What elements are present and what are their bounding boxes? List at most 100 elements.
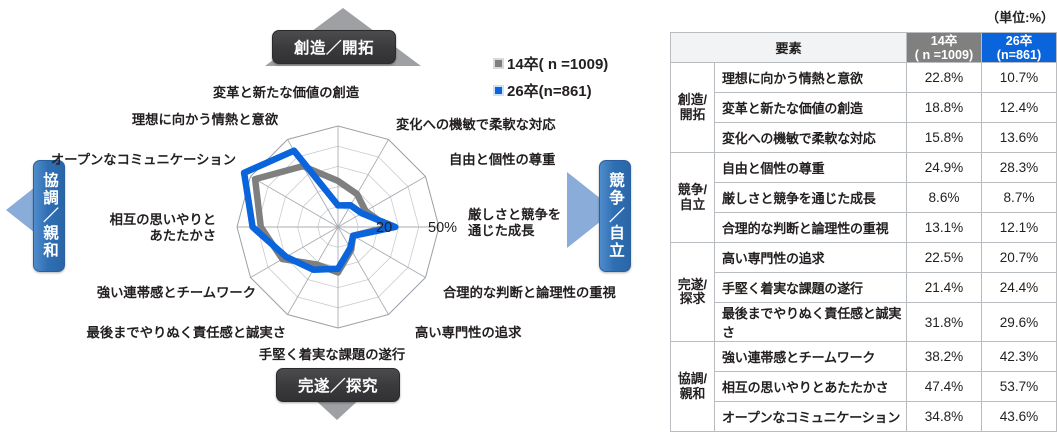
banner-top: 創造／開拓	[272, 30, 396, 64]
value-14sotsu-cell: 34.8%	[906, 401, 982, 432]
value-26sotsu-cell: 20.7%	[981, 242, 1057, 273]
scale-tick-20: 20	[376, 220, 393, 236]
axis-label-text: 最後までやりぬく責任感と誠実さ	[86, 325, 286, 340]
header-element: 要素	[670, 32, 907, 63]
item-cell: 変革と新たな価値の創造	[714, 92, 907, 123]
header-14sotsu-line1: 14卒	[930, 33, 958, 48]
square-marker-blue-icon	[493, 85, 504, 96]
category-line1: 創造/	[677, 92, 708, 107]
legend-label-26sotsu: 26卒(n=861)	[507, 83, 592, 100]
legend-item-14sotsu: 14卒( n =1009)	[493, 50, 608, 77]
radar-series-26sotsu	[240, 147, 399, 273]
banner-bottom: 完遂／探究	[276, 368, 400, 402]
item-cell: 変化への機敏で柔軟な対応	[714, 122, 907, 153]
value-26sotsu-cell: 53.7%	[981, 371, 1057, 402]
value-14sotsu-cell: 8.6%	[906, 182, 982, 213]
banner-top-label: 創造／開拓	[293, 40, 374, 57]
value-26sotsu-cell: 24.4%	[981, 272, 1057, 303]
radar-spokes	[237, 126, 439, 328]
axis-label-text: 変化への機敏で柔軟な対応	[396, 117, 556, 132]
value-14sotsu-cell: 31.8%	[906, 302, 982, 342]
banner-left: 協調／親和	[33, 160, 65, 272]
value-14sotsu-cell: 21.4%	[906, 272, 982, 303]
value-26sotsu-cell: 8.7%	[981, 182, 1057, 213]
category-line1: 協調/	[677, 371, 708, 386]
banner-right: 競争／自立	[599, 160, 631, 272]
axis-label-responsibility-sincerity: 最後までやりぬく責任感と誠実さ	[56, 325, 286, 341]
axis-label-text: 相互の思いやりと	[109, 212, 216, 227]
value-26sotsu-cell: 13.6%	[981, 122, 1057, 153]
axis-label-ideal-passion: 理想に向かう情熱と意欲	[105, 112, 305, 128]
value-26sotsu-cell: 12.1%	[981, 212, 1057, 243]
value-14sotsu-cell: 15.8%	[906, 122, 982, 153]
axis-label-open-communication: オープンなコミュニケーション	[36, 152, 236, 168]
item-cell: 自由と個性の尊重	[714, 152, 907, 183]
radar-spoke	[250, 226, 339, 278]
radar-spoke	[337, 139, 389, 228]
item-cell: オープンなコミュニケーション	[714, 401, 907, 432]
axis-label-mutual-warmth: 相互の思いやりと あたたかさ	[56, 212, 216, 244]
chart-legend: 14卒( n =1009) 26卒(n=861)	[493, 50, 608, 104]
axis-label-text: 手堅く着実な課題の遂行	[258, 347, 406, 362]
axis-label-text: 通じた成長	[468, 223, 535, 238]
data-table-panel: （単位:%） 要素 14卒 ( n =1009) 26卒 (n=861) 創造/…	[668, 0, 1058, 432]
header-26sotsu-line2: (n=861)	[996, 47, 1042, 62]
item-cell: 最後までやりぬく責任感と誠実さ	[714, 302, 907, 342]
category-line2: 開拓	[679, 106, 706, 122]
axis-label-text: 変革と新たな価値の創造	[212, 85, 360, 100]
category-line1: 完遂/	[677, 276, 708, 292]
banner-bottom-label: 完遂／探究	[297, 378, 378, 395]
radar-spoke	[337, 176, 426, 228]
category-line1: 競争/	[677, 182, 708, 197]
axis-label-text: あたたかさ	[149, 228, 216, 243]
axis-label-text: 厳しさと競争を	[468, 207, 562, 222]
radar-spoke	[250, 176, 339, 228]
axis-label-text: 高い専門性の追求	[415, 325, 522, 340]
axis-label-freedom-individuality: 自由と個性の尊重	[449, 152, 555, 168]
axis-label-innovation-value: 変革と新たな価値の創造	[176, 85, 396, 101]
value-26sotsu-cell: 29.6%	[981, 302, 1057, 342]
header-14sotsu: 14卒 ( n =1009)	[906, 32, 982, 63]
value-14sotsu-cell: 13.1%	[906, 212, 982, 243]
item-cell: 厳しさと競争を通じた成長	[714, 182, 907, 213]
values-table: 要素 14卒 ( n =1009) 26卒 (n=861) 創造/開拓理想に向か…	[670, 32, 1057, 432]
scale-tick-50: 50%	[428, 220, 458, 236]
radar-spoke	[337, 226, 389, 315]
item-cell: 相互の思いやりとあたたかさ	[714, 371, 907, 402]
value-26sotsu-cell: 43.6%	[981, 401, 1057, 432]
item-cell: 手堅く着実な課題の遂行	[714, 272, 907, 303]
category-cell: 協調/親和	[670, 341, 715, 432]
item-cell: 高い専門性の追求	[714, 242, 907, 273]
square-marker-gray-icon	[493, 58, 504, 69]
axis-label-text: 強い連帯感とチームワーク	[96, 285, 256, 300]
value-14sotsu-cell: 22.5%	[906, 242, 982, 273]
header-26sotsu-line1: 26卒	[1005, 33, 1033, 48]
value-26sotsu-cell: 28.3%	[981, 152, 1057, 183]
category-line2: 親和	[679, 385, 706, 401]
radar-plot	[236, 125, 440, 329]
value-14sotsu-cell: 38.2%	[906, 341, 982, 372]
legend-label-14sotsu: 14卒( n =1009)	[507, 56, 609, 73]
radar-series-14sotsu	[251, 162, 392, 276]
value-14sotsu-cell: 47.4%	[906, 371, 982, 402]
category-cell: 創造/開拓	[670, 62, 715, 153]
header-14sotsu-line2: ( n =1009)	[914, 47, 974, 62]
axis-label-text: 合理的な判断と論理性の重視	[443, 285, 616, 300]
category-line2: 探求	[679, 291, 706, 306]
axis-label-rational-logic: 合理的な判断と論理性の重視	[443, 285, 616, 301]
value-14sotsu-cell: 24.9%	[906, 152, 982, 183]
category-cell: 競争/自立	[670, 152, 715, 243]
value-14sotsu-cell: 18.8%	[906, 92, 982, 123]
value-26sotsu-cell: 10.7%	[981, 62, 1057, 93]
value-14sotsu-cell: 22.8%	[906, 62, 982, 93]
item-cell: 理想に向かう情熱と意欲	[714, 62, 907, 93]
